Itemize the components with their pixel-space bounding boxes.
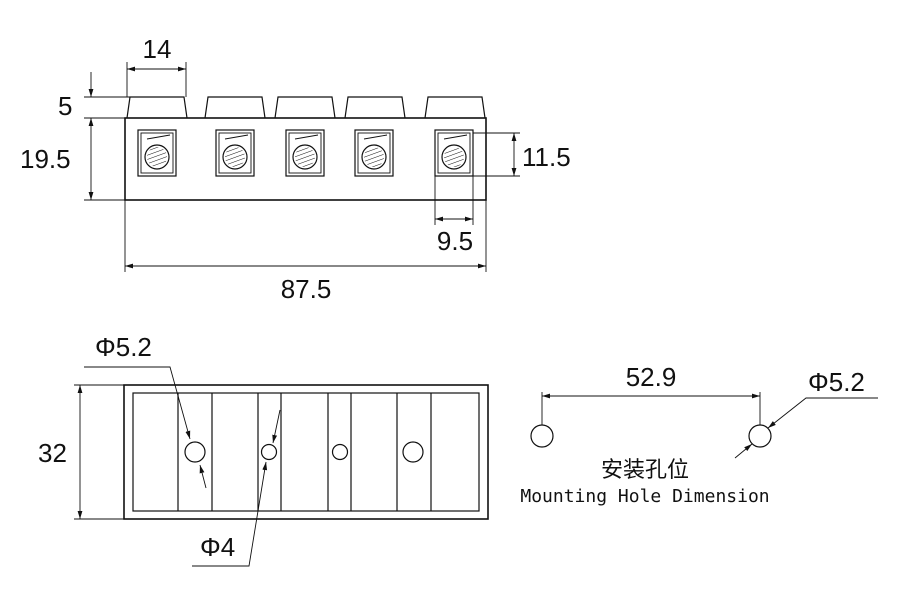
bottom-outer-frame xyxy=(123,384,489,520)
dim-label-32: 32 xyxy=(38,438,67,468)
dim-label-phi-5-2-bottom: Φ5.2 xyxy=(95,332,152,362)
mounting-label-english: Mounting Hole Dimension xyxy=(520,486,769,507)
mount-hole-large-left xyxy=(184,441,206,463)
mounting-hole-left xyxy=(530,424,554,448)
mounting-hole-diagram: 52.9 Φ5.2 安装孔位 Mounting Hole Dimension xyxy=(520,362,878,507)
top-view: 14 5 19.5 11.5 9.5 xyxy=(20,34,571,304)
dimension-terminal-width: 14 xyxy=(126,34,187,97)
screw-4 xyxy=(354,129,394,177)
screw-terminals xyxy=(137,129,474,177)
dim-label-87-5: 87.5 xyxy=(281,274,332,304)
screw-1 xyxy=(137,129,177,177)
dim-label-14: 14 xyxy=(143,34,172,64)
dim-label-11-5: 11.5 xyxy=(522,142,571,172)
bottom-view: 32 Φ5.2 Φ4 xyxy=(38,332,489,567)
dim-label-phi-5-2-mount: Φ5.2 xyxy=(808,367,865,397)
dim-label-19-5: 19.5 xyxy=(20,144,71,174)
dimension-body-height: 19.5 xyxy=(20,118,125,201)
mounting-hole-right xyxy=(748,424,772,448)
dim-label-phi-4: Φ4 xyxy=(200,532,235,562)
dimension-screw-width: 9.5 xyxy=(434,176,474,256)
mount-hole-large-right xyxy=(402,441,424,463)
dim-label-52-9: 52.9 xyxy=(626,362,677,392)
terminal-caps xyxy=(126,96,486,119)
dimension-bottom-height: 32 xyxy=(38,384,124,520)
mount-hole-small-left xyxy=(260,443,278,461)
screw-3 xyxy=(285,129,325,177)
bottom-divisions xyxy=(177,393,432,511)
leader-hole-5-2: Φ5.2 xyxy=(84,332,207,489)
dimension-total-length: 87.5 xyxy=(124,200,487,304)
mounting-label-chinese: 安装孔位 xyxy=(601,458,689,483)
dim-label-9-5: 9.5 xyxy=(437,226,473,256)
screw-2 xyxy=(215,129,255,177)
screw-5 xyxy=(434,129,474,177)
dimension-cap-height: 5 xyxy=(58,72,130,121)
leader-hole-4: Φ4 xyxy=(192,409,281,567)
bottom-inner-frame xyxy=(132,392,480,512)
dim-label-5: 5 xyxy=(58,91,72,121)
terminal-block-body xyxy=(124,117,487,201)
mount-hole-small-right xyxy=(331,443,349,461)
dimension-screw-height: 11.5 xyxy=(473,132,571,177)
